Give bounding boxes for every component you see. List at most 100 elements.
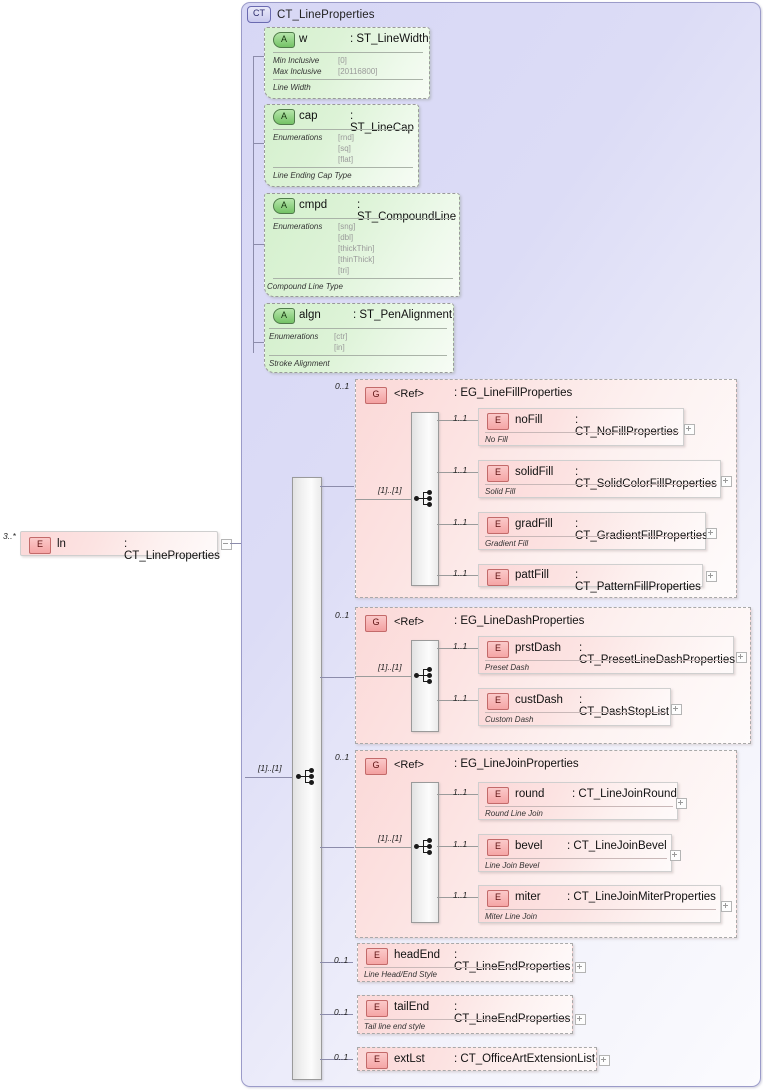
divider bbox=[485, 858, 667, 859]
branch-line-linefill bbox=[320, 486, 354, 487]
expand-tailend-icon[interactable] bbox=[575, 1014, 586, 1025]
element-doc-prstdash: Preset Dash bbox=[485, 663, 530, 672]
divider bbox=[273, 218, 453, 219]
element-box-nofill[interactable]: E noFill : CT_NoFillProperties No Fill bbox=[478, 408, 684, 446]
element-badge: E bbox=[487, 839, 509, 856]
facet-value-in: [in] bbox=[334, 343, 345, 352]
divider bbox=[485, 660, 729, 661]
choice-occurrence-linefill: [1]..[1] bbox=[378, 485, 402, 495]
expand-custdash-icon[interactable] bbox=[671, 704, 682, 715]
occurrence-custdash: 1..1 bbox=[453, 693, 468, 703]
element-doc-nofill: No Fill bbox=[485, 435, 508, 444]
attribute-branch-cap bbox=[253, 143, 264, 144]
element-doc-tailend: Tail line end style bbox=[364, 1022, 426, 1031]
element-badge: E bbox=[487, 787, 509, 804]
element-name-extlst: extLst bbox=[394, 1053, 425, 1065]
element-doc-solidfill: Solid Fill bbox=[485, 487, 516, 496]
element-badge: E bbox=[487, 693, 509, 710]
element-badge: E bbox=[366, 1052, 388, 1069]
facet-label-enum: Enumerations bbox=[269, 332, 319, 341]
choice-inlet-linejoin bbox=[355, 847, 411, 848]
child-line-nofill bbox=[437, 420, 481, 421]
branch-line-tailend bbox=[320, 1014, 353, 1015]
attribute-box-cap[interactable]: A cap : ST_LineCap Enumerations [rnd] [s… bbox=[264, 104, 419, 187]
element-type-nofill: : CT_NoFillProperties bbox=[575, 414, 679, 438]
choice-icon-linejoin bbox=[414, 837, 436, 859]
facet-value-max: [20116800] bbox=[338, 67, 378, 76]
child-line-prstdash bbox=[437, 648, 481, 649]
group-ref-label: <Ref> bbox=[394, 388, 424, 400]
divider bbox=[269, 355, 447, 356]
element-box-custdash[interactable]: E custDash : CT_DashStopList Custom Dash bbox=[478, 688, 671, 726]
attribute-name-w: w bbox=[299, 33, 308, 45]
child-line-solidfill bbox=[437, 472, 481, 473]
facet-value-dbl: [dbl] bbox=[338, 233, 354, 242]
expand-prstdash-icon[interactable] bbox=[736, 652, 747, 663]
group-type-linejoin: : EG_LineJoinProperties bbox=[454, 758, 579, 770]
element-box-tailend[interactable]: E tailEnd : CT_LineEndProperties Tail li… bbox=[357, 995, 573, 1034]
expand-headend-icon[interactable] bbox=[575, 962, 586, 973]
divider bbox=[273, 129, 413, 130]
element-box-prstdash[interactable]: E prstDash : CT_PresetLineDashProperties… bbox=[478, 636, 735, 674]
collapse-root-icon[interactable] bbox=[221, 539, 232, 550]
ct-badge: CT bbox=[247, 6, 271, 23]
divider bbox=[485, 806, 673, 807]
element-box-extlst[interactable]: E extLst : CT_OfficeArtExtensionList bbox=[357, 1047, 597, 1071]
attribute-branch-cmpd bbox=[253, 244, 264, 245]
occurrence-prstdash: 1..1 bbox=[453, 641, 468, 651]
occurrence-miter: 1..1 bbox=[453, 890, 468, 900]
attribute-box-algn[interactable]: A algn : ST_PenAlignment Enumerations [c… bbox=[264, 303, 454, 373]
element-box-round[interactable]: E round : CT_LineJoinRound Round Line Jo… bbox=[478, 782, 678, 820]
attribute-type-cmpd: : ST_CompoundLine bbox=[357, 199, 457, 223]
element-type-tailend: : CT_LineEndProperties bbox=[454, 1001, 571, 1025]
attribute-doc-w: Line Width bbox=[273, 83, 311, 92]
expand-bevel-icon[interactable] bbox=[670, 850, 681, 861]
element-type-pattfill: : CT_PatternFillProperties bbox=[575, 569, 701, 593]
element-doc-round: Round Line Join bbox=[485, 809, 543, 818]
expand-round-icon[interactable] bbox=[676, 798, 687, 809]
root-element-box[interactable]: E ln : CT_LineProperties bbox=[20, 531, 220, 562]
facet-value-flat: [flat] bbox=[338, 155, 354, 164]
attribute-box-cmpd[interactable]: A cmpd : ST_CompoundLine Enumerations [s… bbox=[264, 193, 460, 297]
facet-label-min: Min Inclusive bbox=[273, 56, 320, 65]
choice-dot bbox=[309, 768, 314, 773]
divider bbox=[364, 967, 568, 968]
choice-inlet-linefill bbox=[355, 499, 411, 500]
group-ref-label: <Ref> bbox=[394, 759, 424, 771]
facet-label-enum: Enumerations bbox=[273, 222, 323, 231]
expand-miter-icon[interactable] bbox=[721, 901, 732, 912]
element-badge: E bbox=[487, 569, 509, 586]
choice-inlet-linedash bbox=[355, 676, 411, 677]
attribute-box-w[interactable]: A w : ST_LineWidth Min Inclusive [0] Max… bbox=[264, 27, 430, 99]
element-box-miter[interactable]: E miter : CT_LineJoinMiterProperties Mit… bbox=[478, 885, 721, 923]
expand-gradfill-icon[interactable] bbox=[706, 528, 717, 539]
element-badge: E bbox=[29, 537, 51, 554]
choice-occurrence-linedash: [1]..[1] bbox=[378, 662, 402, 672]
child-line-round bbox=[437, 794, 481, 795]
divider bbox=[273, 167, 413, 168]
occurrence-headend: 0..1 bbox=[334, 955, 349, 965]
divider bbox=[273, 52, 423, 53]
element-type-gradfill: : CT_GradientFillProperties bbox=[575, 518, 708, 542]
choice-bar-linedash bbox=[411, 640, 439, 732]
facet-value-thinthick: [thinThick] bbox=[338, 255, 375, 264]
group-occurrence-linedash: 0..1 bbox=[335, 610, 350, 620]
element-box-bevel[interactable]: E bevel : CT_LineJoinBevel Line Join Bev… bbox=[478, 834, 672, 872]
element-badge: E bbox=[366, 948, 388, 965]
element-type-prstdash: : CT_PresetLineDashProperties bbox=[579, 642, 735, 666]
element-box-solidfill[interactable]: E solidFill : CT_SolidColorFillPropertie… bbox=[478, 460, 721, 498]
expand-pattfill-icon[interactable] bbox=[706, 571, 717, 582]
branch-line-headend bbox=[320, 962, 353, 963]
element-box-pattfill[interactable]: E pattFill : CT_PatternFillProperties bbox=[478, 564, 703, 593]
element-box-headend[interactable]: E headEnd : CT_LineEndProperties Line He… bbox=[357, 943, 573, 982]
group-badge: G bbox=[365, 615, 387, 632]
choice-bar-linejoin bbox=[411, 782, 439, 923]
attribute-doc-algn: Stroke Alignment bbox=[269, 359, 330, 368]
choice-dot bbox=[296, 774, 301, 779]
occurrence-pattfill: 1..1 bbox=[453, 568, 468, 578]
element-box-gradfill[interactable]: E gradFill : CT_GradientFillProperties G… bbox=[478, 512, 708, 550]
expand-solidfill-icon[interactable] bbox=[721, 476, 732, 487]
expand-nofill-icon[interactable] bbox=[684, 424, 695, 435]
divider bbox=[485, 536, 701, 537]
expand-extlst-icon[interactable] bbox=[599, 1055, 610, 1066]
